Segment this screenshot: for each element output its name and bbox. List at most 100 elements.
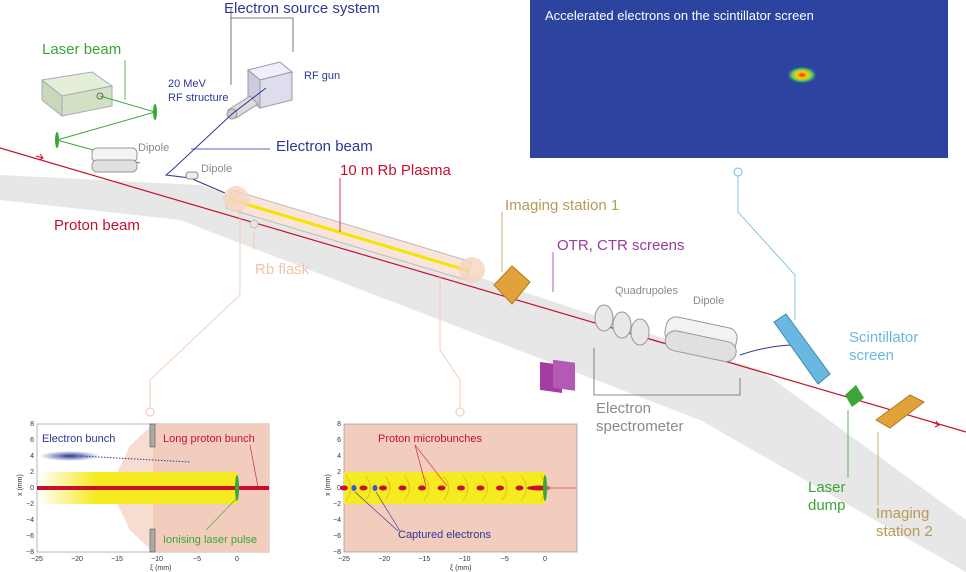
- label-dipole-3: Dipole: [693, 295, 724, 307]
- imaging-station-1: [493, 265, 531, 305]
- y-tick-label: 6: [30, 437, 34, 444]
- x-tick-label: −25: [31, 556, 43, 563]
- rf-gun-leader: [231, 17, 294, 52]
- label-spectrometer-2: spectrometer: [596, 418, 684, 435]
- proton-beam-line: [0, 147, 966, 433]
- ionising-laser-pulse-2: [543, 475, 547, 501]
- spectrometer-bracket: [593, 348, 741, 396]
- label-dipole-1: Dipole: [138, 142, 169, 154]
- annotation-electron-bunch: Electron bunch: [42, 433, 115, 445]
- laser-mirror-1: [153, 104, 157, 120]
- x-tick-label: −10: [459, 556, 471, 563]
- laser-mirror-2: [55, 132, 59, 148]
- dipole-1: [91, 147, 138, 173]
- imaging-station-2: [875, 394, 925, 429]
- x-tick-label: −5: [501, 556, 509, 563]
- label-rf-gun: RF gun: [304, 70, 340, 82]
- plasma-cell: [223, 186, 485, 283]
- rb-flask-1: [223, 186, 249, 212]
- y-tick-label: 4: [337, 453, 341, 460]
- y-tick-label: 6: [337, 437, 341, 444]
- rf-structure: [226, 95, 259, 120]
- electron-beam-path: [164, 87, 267, 194]
- inset-1-ylabel: x (mm): [17, 474, 24, 496]
- y-tick-label: 2: [30, 469, 34, 476]
- y-tick-label: −6: [26, 533, 34, 540]
- proton-exit-arrow-icon: [931, 420, 940, 428]
- x-tick-label: −25: [338, 556, 350, 563]
- y-tick-label: −8: [26, 549, 34, 556]
- annotation-captured-electrons: Captured electrons: [398, 529, 491, 541]
- microbunch: [359, 485, 368, 491]
- label-rb-flask: Rb flask: [255, 261, 310, 278]
- rb-flask-2: [459, 257, 485, 283]
- label-plasma: 10 m Rb Plasma: [340, 162, 452, 179]
- x-tick-label: 0: [543, 556, 547, 563]
- y-tick-label: 0: [30, 485, 34, 492]
- x-tick-label: −15: [418, 556, 430, 563]
- iris-bottom: [149, 528, 156, 553]
- wakefield-wave: [482, 475, 488, 501]
- annotation-proton-microbunches: Proton microbunches: [378, 433, 482, 445]
- wakefield-wave: [501, 475, 508, 501]
- y-tick-label: 2: [337, 469, 341, 476]
- x-tick-label: −20: [71, 556, 83, 563]
- spectrometer-dipole: [664, 316, 738, 363]
- x-tick-label: −10: [151, 556, 163, 563]
- captured-electron-1: [351, 485, 357, 491]
- y-tick-label: −2: [333, 501, 341, 508]
- x-tick-label: −5: [193, 556, 201, 563]
- wakefield-wave: [521, 475, 527, 501]
- label-otr-ctr: OTR, CTR screens: [557, 237, 685, 254]
- label-scintillator-1: Scintillator: [849, 329, 918, 346]
- wakefield-wave: [365, 475, 371, 501]
- label-laser-dump-2: dump: [808, 497, 846, 514]
- inset-1-plot: Electron bunch Long proton bunch Ionisin…: [0, 420, 300, 572]
- x-tick-label: −20: [378, 556, 390, 563]
- y-tick-label: −2: [26, 501, 34, 508]
- scintillator-screen-image: Accelerated electrons on the scintillato…: [530, 0, 948, 158]
- label-imaging-station-1: Imaging station 1: [505, 197, 619, 214]
- x-tick-label: −15: [111, 556, 123, 563]
- laser-dump: [845, 385, 864, 407]
- label-quadrupoles: Quadrupoles: [615, 285, 678, 297]
- inset-1-xlabel: ξ (mm): [150, 565, 171, 572]
- dipole-2: [185, 171, 199, 180]
- wakefield-wave: [443, 475, 449, 501]
- microbunch: [457, 485, 465, 491]
- scintillator-leader-dot: [733, 167, 743, 177]
- scintillator-screen: [773, 313, 831, 385]
- y-tick-label: −6: [333, 533, 341, 540]
- label-imaging-station-2-2: station 2: [876, 523, 933, 540]
- label-dipole-2: Dipole: [201, 163, 232, 175]
- y-tick-label: −8: [333, 549, 341, 556]
- microbunch: [379, 485, 387, 491]
- electron-hotspot: [786, 66, 818, 84]
- microbunch: [398, 485, 407, 491]
- microbunch: [418, 485, 426, 491]
- annotation-ionising-laser: Ionising laser pulse: [163, 534, 257, 546]
- quadrupoles: [594, 304, 650, 346]
- label-laser-beam: Laser beam: [42, 41, 121, 58]
- proton-arrow-icon: [35, 153, 44, 161]
- label-electron-beam: Electron beam: [276, 138, 373, 155]
- microbunch: [437, 485, 446, 491]
- label-rf-structure-1: 20 MeV: [168, 78, 207, 90]
- label-spectrometer-1: Electron: [596, 400, 651, 417]
- inset-2-leader: [439, 275, 461, 410]
- inset-2-plot: Proton microbunches Captured electrons −…: [305, 420, 590, 572]
- electron-spectrometer-path: [739, 344, 796, 356]
- y-tick-label: 0: [337, 485, 341, 492]
- label-proton-beam: Proton beam: [54, 217, 140, 234]
- y-tick-label: −4: [26, 517, 34, 524]
- wakefield-wave: [345, 475, 352, 501]
- y-tick-label: 4: [30, 453, 34, 460]
- microbunch: [515, 485, 524, 491]
- microbunch: [476, 485, 485, 491]
- wakefield-wave: [384, 475, 391, 501]
- label-scintillator-2: screen: [849, 347, 894, 364]
- long-proton-bunch: [37, 486, 269, 490]
- ctr-screen: [553, 359, 575, 391]
- annotation-long-proton-bunch: Long proton bunch: [163, 433, 255, 445]
